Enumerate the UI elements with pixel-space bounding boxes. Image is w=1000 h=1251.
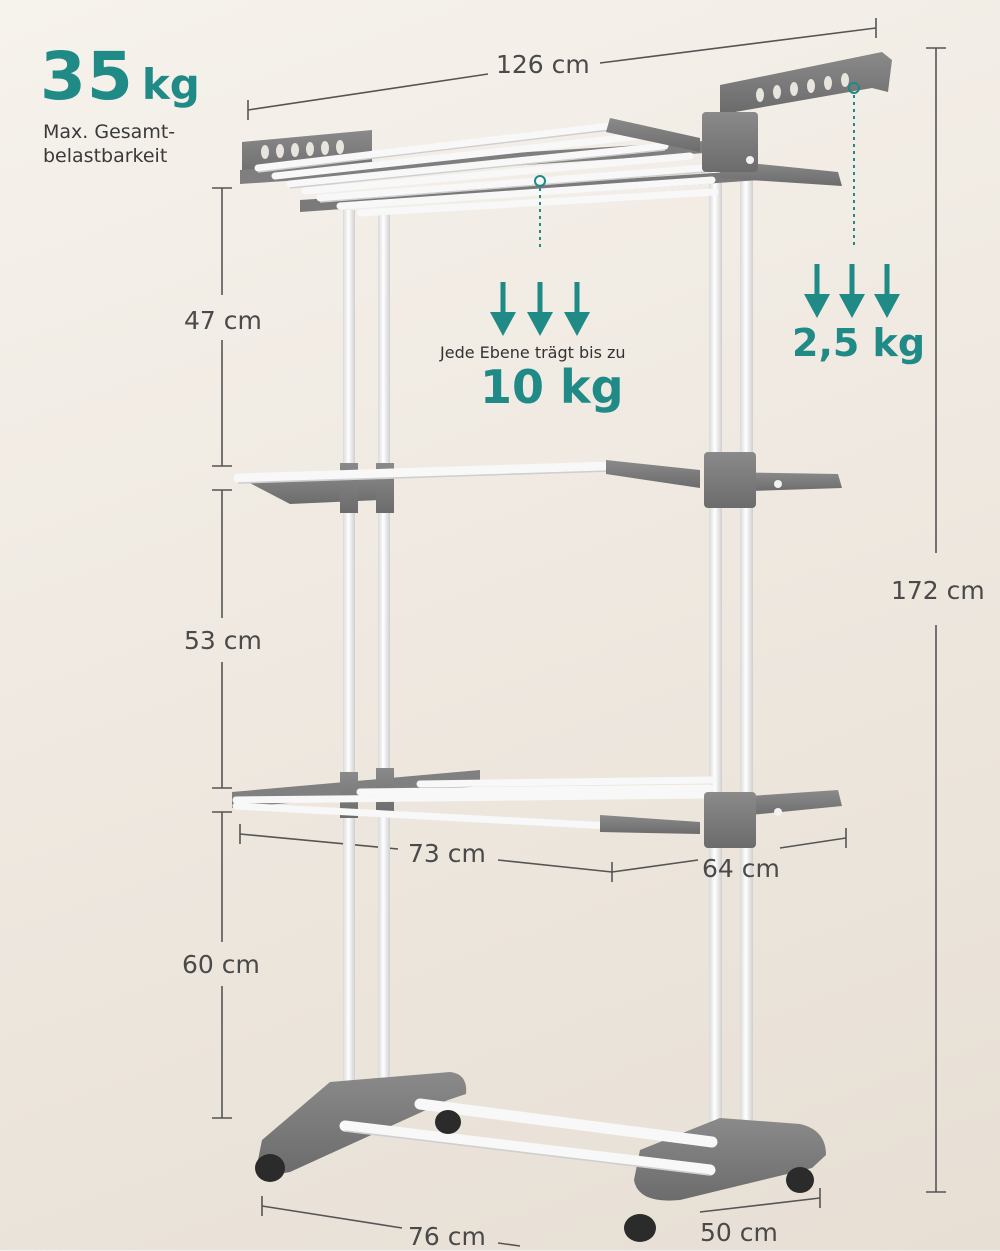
level-load-arrows xyxy=(490,175,590,336)
max-load-unit: kg xyxy=(141,60,200,109)
dim-tier2-gap: 53 cm xyxy=(184,626,262,655)
level-load-value: 10 kg xyxy=(480,360,624,414)
dim-bottom-height: 60 cm xyxy=(182,950,260,979)
base xyxy=(255,1072,826,1242)
top-tier xyxy=(240,52,892,217)
middle-tier xyxy=(233,452,842,513)
dim-shelf-length: 73 cm xyxy=(408,839,486,868)
arm-load-arrows xyxy=(804,82,900,318)
max-load-label: Max. Gesamt- belastbarkeit xyxy=(43,120,243,168)
dim-base-length: 76 cm xyxy=(408,1222,486,1251)
max-load-value: 35 xyxy=(40,38,134,115)
lower-tier xyxy=(232,768,842,848)
dim-top-width: 126 cm xyxy=(496,50,590,79)
dim-total-height: 172 cm xyxy=(891,576,985,605)
dimension-lines xyxy=(212,18,946,1247)
max-load-label-line1: Max. Gesamt- xyxy=(43,121,176,143)
level-load-label: Jede Ebene trägt bis zu xyxy=(440,343,626,362)
arm-load-value: 2,5 kg xyxy=(792,321,926,365)
max-load-label-line2: belastbarkeit xyxy=(43,145,168,167)
dim-tier1-gap: 47 cm xyxy=(184,306,262,335)
vertical-poles xyxy=(343,160,753,1150)
dim-shelf-depth: 64 cm xyxy=(702,854,780,883)
dim-base-depth: 50 cm xyxy=(700,1218,778,1247)
